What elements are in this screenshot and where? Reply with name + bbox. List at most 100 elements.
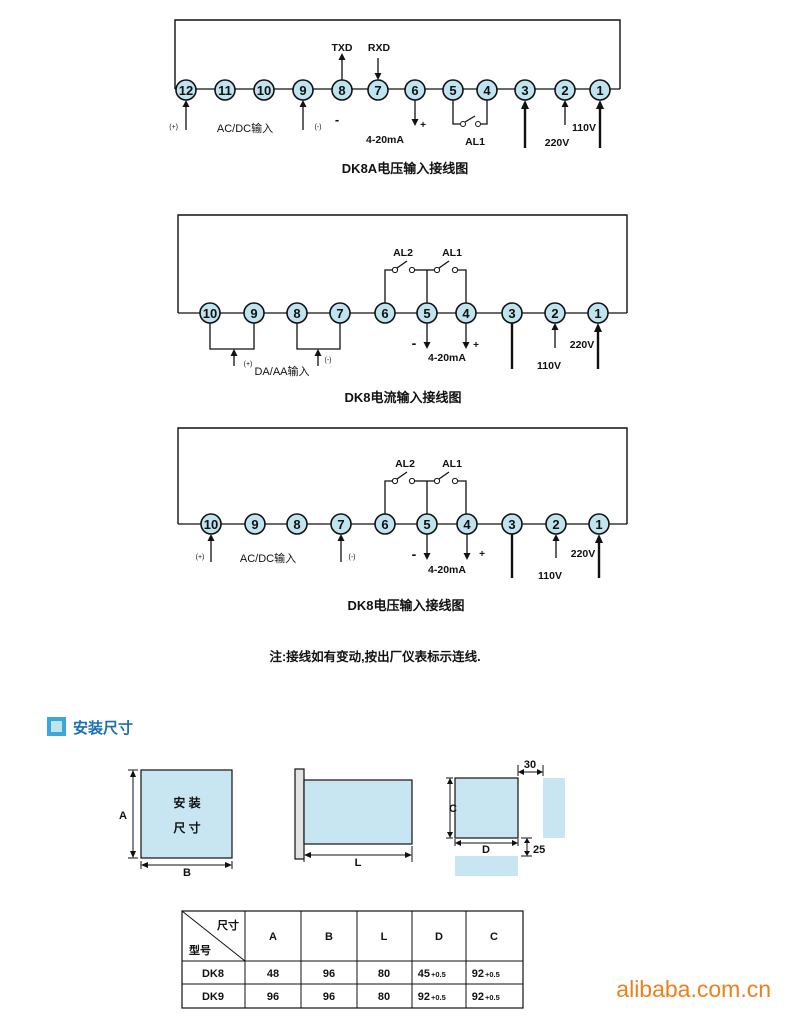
svg-text:4-20mA: 4-20mA — [428, 352, 466, 364]
terminal-row: 10 9 8 7 6 5 4 3 2 1 — [200, 513, 610, 535]
table-header-model: 型号 — [189, 943, 211, 957]
svg-text:A: A — [269, 931, 277, 943]
svg-text:RXD: RXD — [368, 42, 391, 54]
svg-text:A: A — [119, 810, 127, 822]
svg-text:D: D — [482, 844, 490, 856]
svg-text:AC/DC输入: AC/DC输入 — [240, 551, 296, 565]
svg-text:80: 80 — [378, 991, 390, 1003]
table-header-size: 尺寸 — [217, 918, 239, 932]
svg-text:AL2: AL2 — [395, 458, 415, 470]
diagram-caption: DK8A电压输入接线图 — [342, 161, 468, 176]
wiring-note: 注:接线如有变动,按出厂仪表标示连线. — [269, 649, 480, 664]
svg-text:B: B — [325, 931, 333, 943]
svg-text:92: 92 — [418, 991, 430, 1003]
svg-text:1: 1 — [595, 517, 602, 532]
front-panel-drawing: 安 装 尺 寸 A B — [119, 769, 233, 879]
svg-text:6: 6 — [381, 517, 388, 532]
svg-text:9: 9 — [251, 517, 258, 532]
terminal: 8 — [286, 302, 308, 324]
svg-text:96: 96 — [267, 991, 279, 1003]
svg-text:-: - — [412, 546, 417, 562]
svg-text:10: 10 — [257, 83, 271, 98]
terminal: 2 — [544, 302, 566, 324]
svg-text:220V: 220V — [545, 137, 570, 149]
svg-text:48: 48 — [267, 968, 279, 980]
section-header: 安装尺寸 — [47, 717, 133, 737]
svg-text:C: C — [490, 931, 498, 943]
svg-text:+0.5: +0.5 — [485, 970, 500, 979]
svg-text:5: 5 — [423, 306, 430, 321]
svg-text:7: 7 — [336, 306, 343, 321]
svg-text:DK8: DK8 — [202, 968, 224, 980]
svg-text:4: 4 — [462, 306, 470, 321]
svg-text:8: 8 — [338, 83, 345, 98]
terminal: 5 — [416, 302, 438, 324]
svg-text:30: 30 — [524, 759, 536, 771]
diagram-dk8-current: AL2 AL1 10 9 8 7 6 5 4 3 2 1 (+) (-) DA/… — [177, 214, 628, 405]
terminal: 7 — [329, 302, 351, 324]
terminal: 3 — [514, 79, 536, 101]
svg-text:5: 5 — [449, 83, 456, 98]
svg-text:L: L — [381, 931, 388, 943]
svg-text:10: 10 — [203, 306, 217, 321]
svg-text:25: 25 — [533, 844, 545, 856]
svg-text:(+): (+) — [244, 361, 253, 368]
terminal: 9 — [292, 79, 314, 101]
terminal: 6 — [374, 513, 396, 535]
terminal: 7 — [367, 79, 389, 101]
watermark-text: alibaba.com.cn — [616, 976, 771, 1002]
diagram-dk8-voltage: AL2 AL1 10 9 8 7 6 5 4 3 2 1 (+) (-) AC/… — [177, 427, 628, 613]
svg-text:110V: 110V — [537, 360, 561, 372]
diagram-caption: DK8电压输入接线图 — [347, 598, 464, 613]
terminal: 3 — [501, 302, 523, 324]
svg-text:(-): (-) — [315, 124, 322, 131]
svg-text:D: D — [435, 931, 443, 943]
terminal: 8 — [286, 513, 308, 535]
svg-text:3: 3 — [508, 306, 515, 321]
terminal: 6 — [374, 302, 396, 324]
diagram-dk8a-voltage: 12 11 10 9 8 7 6 5 4 3 2 1 (+) (-) AC/DC… — [169, 19, 621, 176]
svg-text:7: 7 — [374, 83, 381, 98]
svg-text:1: 1 — [594, 306, 601, 321]
svg-text:4-20mA: 4-20mA — [366, 134, 404, 146]
svg-text:2: 2 — [561, 83, 568, 98]
svg-text:2: 2 — [552, 517, 559, 532]
terminal: 9 — [243, 302, 265, 324]
svg-text:9: 9 — [299, 83, 306, 98]
terminal-row: 12 11 10 9 8 7 6 5 4 3 2 1 — [175, 79, 611, 101]
table-column-headers: A B L D C — [269, 931, 498, 943]
svg-text:AC/DC输入: AC/DC输入 — [217, 121, 273, 135]
svg-text:9: 9 — [250, 306, 257, 321]
svg-text:8: 8 — [293, 306, 300, 321]
svg-text:11: 11 — [218, 83, 232, 98]
table-row: DK9 96 96 80 92 +0.5 92 +0.5 — [202, 991, 500, 1003]
svg-text:10: 10 — [204, 517, 218, 532]
svg-text:4-20mA: 4-20mA — [428, 564, 466, 576]
terminal: 4 — [455, 302, 477, 324]
svg-text:(+): (+) — [196, 554, 205, 561]
svg-text:(-): (-) — [349, 554, 356, 561]
svg-text:TXD: TXD — [332, 42, 353, 54]
terminal: 12 — [175, 79, 197, 101]
svg-text:110V: 110V — [538, 570, 562, 582]
svg-text:110V: 110V — [572, 122, 596, 134]
terminal: 2 — [554, 79, 576, 101]
terminal: 2 — [545, 513, 567, 535]
svg-text:92: 92 — [472, 968, 484, 980]
svg-text:45: 45 — [418, 968, 430, 980]
svg-text:6: 6 — [381, 306, 388, 321]
svg-text:AL1: AL1 — [442, 247, 462, 259]
svg-text:-: - — [335, 112, 339, 127]
svg-text:8: 8 — [293, 517, 300, 532]
svg-text:+: + — [420, 120, 426, 131]
diagram-caption: DK8电流输入接线图 — [344, 390, 461, 405]
svg-text:+0.5: +0.5 — [485, 993, 500, 1002]
terminal: 10 — [253, 79, 275, 101]
svg-text:220V: 220V — [571, 548, 596, 560]
cutout-drawing: 30 C D 25 — [446, 759, 565, 876]
dimension-table: 尺寸 型号 A B L D C DK8 48 96 80 45 +0.5 92 … — [181, 910, 524, 1009]
svg-text:92: 92 — [472, 991, 484, 1003]
side-view-drawing: L — [294, 768, 413, 869]
svg-text:220V: 220V — [570, 339, 595, 351]
svg-text:AL1: AL1 — [465, 136, 485, 148]
